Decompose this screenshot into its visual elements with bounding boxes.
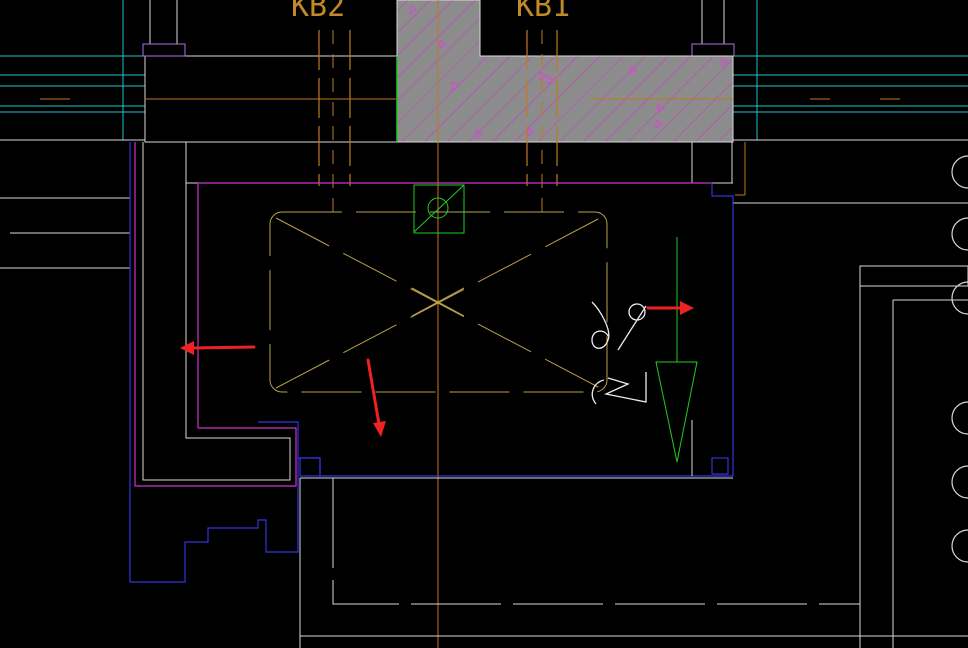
- kb-inner-dash: [332, 30, 543, 220]
- kb-column-outlines: [318, 30, 558, 186]
- column-hatch: [396, 0, 734, 143]
- right-edge-rounds: [951, 155, 968, 563]
- left-column-tag: KB2: [291, 0, 345, 24]
- direction-arrow: [655, 237, 698, 463]
- lower-outlines: [299, 265, 968, 648]
- cyan-grid-lines: [0, 0, 968, 140]
- annotation-symbols: [591, 301, 647, 405]
- orange-reference-lines: [40, 0, 900, 648]
- pit-inner-outline: [134, 142, 712, 487]
- pit-opening: [269, 211, 608, 393]
- cross-diagonal: [411, 287, 465, 317]
- circle-marker: [413, 184, 465, 234]
- lower-dashed-outline: [332, 478, 860, 605]
- red-arrows: [180, 301, 694, 437]
- right-column-tag: KB1: [516, 0, 570, 24]
- left-wall: [0, 142, 968, 481]
- pit-outer-outline: [129, 142, 734, 583]
